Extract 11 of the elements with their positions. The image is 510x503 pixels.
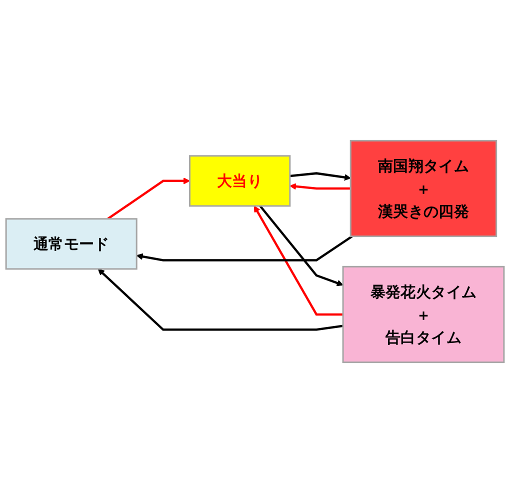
arrow <box>259 205 344 286</box>
node-box: 大当り <box>188 155 291 207</box>
node-box: 通常モード <box>5 218 138 270</box>
arrow <box>98 268 344 331</box>
node-box: 南国翔タイム ＋ 漢哭きの四発 <box>350 140 498 238</box>
arrow <box>290 172 351 181</box>
arrow <box>136 235 353 262</box>
arrow <box>254 206 344 316</box>
arrow <box>290 183 351 190</box>
arrow <box>107 178 190 220</box>
node-box: 暴発花火タイム ＋ 告白タイム <box>342 266 505 364</box>
